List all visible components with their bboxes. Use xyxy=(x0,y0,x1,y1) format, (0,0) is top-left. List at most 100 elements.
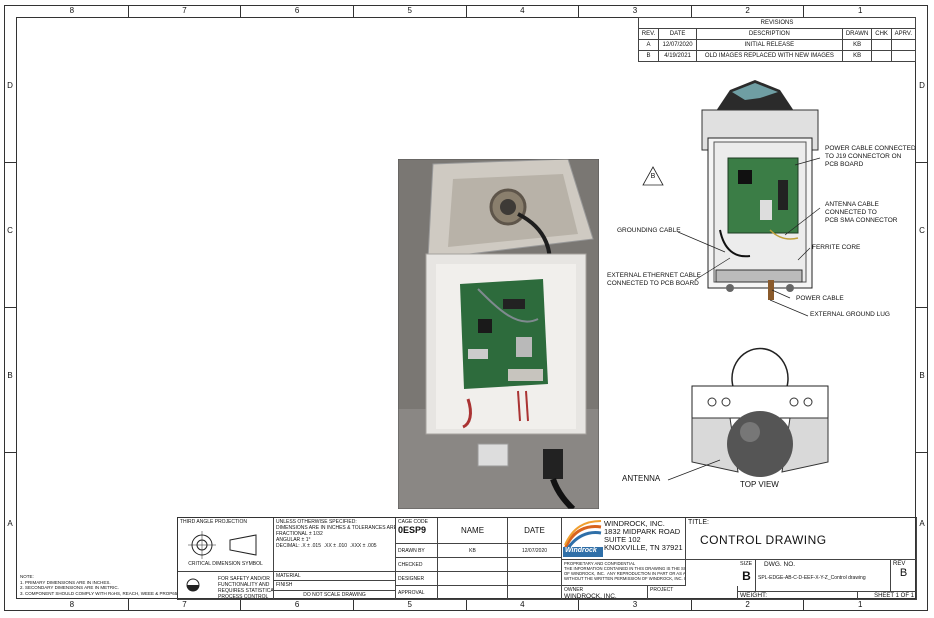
zone-label: C xyxy=(7,226,13,235)
rev-cell xyxy=(890,50,917,62)
drawing-border-inner xyxy=(16,17,916,599)
zone-label: B xyxy=(919,371,925,380)
approval-name xyxy=(438,586,508,600)
zone-label: 1 xyxy=(803,5,916,17)
zone-label: 7 xyxy=(127,5,241,17)
company-street: 1832 MIDPARK ROAD xyxy=(604,527,681,536)
zone-tick xyxy=(4,162,16,163)
size-label: SIZE xyxy=(740,561,753,567)
zone-columns-top: 8 7 6 5 4 3 2 1 xyxy=(16,5,916,17)
zone-label: 8 xyxy=(69,600,75,609)
callout-ferrite-core: FERRITE CORE xyxy=(812,244,861,251)
dwg-no-cell: DWG. NO. SPL-EDGE-AB-C-D-EEF-X-Y-Z_Contr… xyxy=(756,560,891,592)
size-value: B xyxy=(742,569,751,583)
rev-cell: B xyxy=(637,50,660,62)
material-label: MATERIAL xyxy=(274,572,396,581)
rev-header: DESCRIPTION xyxy=(696,28,843,40)
revisions-title: REVISIONS xyxy=(638,17,916,29)
rev-value: B xyxy=(899,567,908,579)
logo-text: Windrock xyxy=(565,547,597,554)
cage-code-value: 0ESP9 xyxy=(398,525,427,535)
rev-cell: REV B xyxy=(891,560,917,592)
zone-label: C xyxy=(919,226,925,235)
zone-label: 2 xyxy=(690,599,804,611)
approval-date xyxy=(508,586,562,600)
safety-label: FOR SAFETY AND/OR FUNCTIONALITY AND REQU… xyxy=(218,576,274,600)
do-not-scale-label: DO NOT SCALE DRAWING xyxy=(274,591,396,600)
enclosure-top-view xyxy=(691,347,829,477)
projection-label: THIRD ANGLE PROJECTION xyxy=(180,519,247,525)
zone-label: 6 xyxy=(240,599,353,611)
enclosure-photo xyxy=(398,159,599,509)
zone-label: D xyxy=(7,81,13,90)
zone-label: B xyxy=(7,371,13,380)
windrock-logo xyxy=(563,519,603,557)
rev-cell: OLD IMAGES REPLACED WITH NEW IMAGES xyxy=(696,50,843,62)
size-cell: SIZE B xyxy=(738,560,756,592)
cage-code-cell: CAGE CODE 0ESP9 xyxy=(396,518,438,544)
date-header: DATE xyxy=(508,518,562,544)
title-label: TITLE: xyxy=(688,519,710,526)
leader-lines xyxy=(667,157,821,481)
safety-cell: FOR SAFETY AND/OR FUNCTIONALITY AND REQU… xyxy=(178,572,274,600)
approval-label: APPROVAL xyxy=(396,586,438,600)
dwg-no-label: DWG. NO. xyxy=(764,561,796,568)
rev-cell: KB xyxy=(841,39,873,51)
zone-tick xyxy=(916,452,928,453)
callout-grounding-cable: GROUNDING CABLE xyxy=(617,227,681,234)
zone-label: A xyxy=(7,519,13,528)
proprietary-notice: PROPRIETARY AND CONFIDENTIAL THE INFORMA… xyxy=(562,560,686,586)
project-label: PROJECT xyxy=(648,586,738,600)
rev-label: REV xyxy=(893,561,906,567)
rev-header: DATE xyxy=(658,28,698,40)
drawn-by-label: DRAWN BY xyxy=(396,544,438,558)
tolerances-cell: UNLESS OTHERWISE SPECIFIED: DIMENSIONS A… xyxy=(274,518,396,572)
callout-power-cable: POWER CABLE xyxy=(796,295,844,302)
owner-value: WINDROCK, INC. xyxy=(564,593,617,600)
company-cell: Windrock WINDROCK, INC. 1832 MIDPARK ROA… xyxy=(562,518,686,560)
sheet-label: SHEET 1 OF 1 xyxy=(858,592,917,600)
owner-label: OWNER xyxy=(564,587,584,593)
rev-cell xyxy=(890,39,917,51)
rev-cell: KB xyxy=(841,50,873,62)
zone-label: 4 xyxy=(465,5,579,17)
enclosure-photo-illustration xyxy=(398,159,599,509)
zone-tick xyxy=(916,307,928,308)
rev-cell: 12/07/2020 xyxy=(658,39,698,51)
callout-text: ANTENNA CABLE CONNECTED TO PCB SMA CONNE… xyxy=(825,201,898,224)
zone-label: 3 xyxy=(578,599,691,611)
name-header: NAME xyxy=(438,518,508,544)
zone-label: 6 xyxy=(240,5,353,17)
company-name: WINDROCK, INC. xyxy=(604,519,665,528)
callout-text: POWER CABLE CONNECTED TO J19 CONNECTOR O… xyxy=(825,145,916,168)
title-block: THIRD ANGLE PROJECTION CRITICAL DIMENSIO… xyxy=(177,517,917,600)
designer-label: DESIGNER xyxy=(396,572,438,586)
zone-label: 7 xyxy=(127,599,241,611)
revisions-table: REVISIONS REV. DATE DESCRIPTION DRAWN CH… xyxy=(637,17,917,62)
callout-external-ethernet: EXTERNAL ETHERNET CABLE CONNECTED TO PCB… xyxy=(607,272,701,288)
rev-cell xyxy=(871,39,892,51)
table-row: B 4/19/2021 OLD IMAGES REPLACED WITH NEW… xyxy=(637,50,917,62)
drawing-title: CONTROL DRAWING xyxy=(700,533,827,547)
rev-cell: A xyxy=(637,39,660,51)
zone-label: 4 xyxy=(465,599,579,611)
designer-name xyxy=(438,572,508,586)
cage-code-label: CAGE CODE xyxy=(398,519,429,525)
zone-label: 5 xyxy=(352,5,466,17)
drawn-by-date: 12/07/2020 xyxy=(508,544,562,558)
title-cell: TITLE: CONTROL DRAWING xyxy=(686,518,917,560)
callout-antenna-cable: ANTENNA CABLE CONNECTED TO PCB SMA CONNE… xyxy=(825,201,897,225)
zone-tick xyxy=(916,162,928,163)
zone-label: 3 xyxy=(578,5,691,17)
callout-antenna: ANTENNA xyxy=(622,474,661,483)
critical-dimension-label: CRITICAL DIMENSION SYMBOL xyxy=(188,561,263,567)
drawn-by-name: KB xyxy=(438,544,508,558)
checked-date xyxy=(508,558,562,572)
callout-external-ground-lug: EXTERNAL GROUND LUG xyxy=(810,311,890,318)
zone-label: D xyxy=(919,81,925,90)
revision-flag-label: B xyxy=(650,173,656,180)
projection-cell: THIRD ANGLE PROJECTION CRITICAL DIMENSIO… xyxy=(178,518,274,572)
zone-label: 1 xyxy=(803,599,916,611)
rev-cell: INITIAL RELEASE xyxy=(696,39,843,51)
third-angle-projection-icon xyxy=(188,531,257,559)
